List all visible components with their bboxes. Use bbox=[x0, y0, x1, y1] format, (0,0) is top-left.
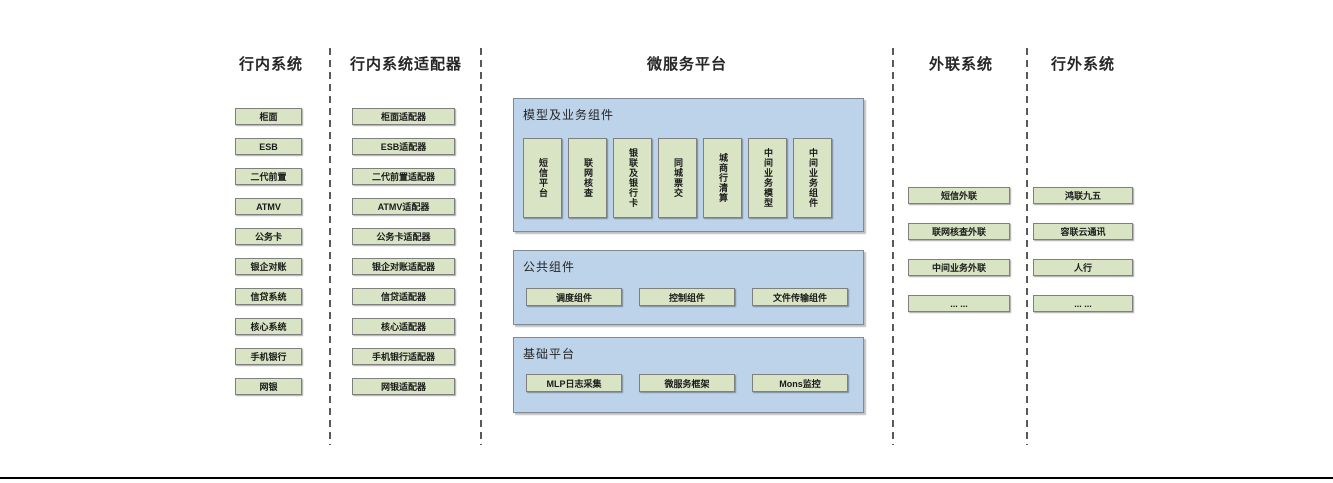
outside-system-box: ... ... bbox=[1033, 295, 1133, 312]
adapter-box: 二代前置适配器 bbox=[352, 168, 455, 185]
column-header-external-link-systems: 外联系统 bbox=[928, 56, 993, 73]
business-component-box: 短信平台 bbox=[523, 138, 562, 218]
external-link-box: 联网核查外联 bbox=[908, 223, 1010, 240]
inner-system-box: 银企对账 bbox=[235, 258, 302, 275]
inner-system-box: ATMV bbox=[235, 198, 302, 215]
adapter-box: 信贷适配器 bbox=[352, 288, 455, 305]
adapters-list: 柜面适配器 ESB适配器 二代前置适配器 ATMV适配器 公务卡适配器 银企对账… bbox=[352, 108, 455, 395]
business-component-row: 短信平台 联网核查 银联及银行卡 同城票交 城商行清算 中间业务模型 中间业务组… bbox=[523, 138, 832, 218]
adapter-box: 银企对账适配器 bbox=[352, 258, 455, 275]
inner-system-box: 核心系统 bbox=[235, 318, 302, 335]
dashed-divider-4 bbox=[1026, 48, 1028, 445]
panel-base-platform: 基础平台 MLP日志采集 微服务框架 Mons监控 bbox=[513, 337, 864, 413]
external-link-box: 短信外联 bbox=[908, 187, 1010, 204]
inner-system-box: 公务卡 bbox=[235, 228, 302, 245]
common-component-box: 文件传输组件 bbox=[752, 288, 848, 306]
base-platform-box: 微服务框架 bbox=[639, 374, 735, 392]
inner-systems-list: 柜面 ESB 二代前置 ATMV 公务卡 银企对账 信贷系统 核心系统 手机银行… bbox=[235, 108, 302, 395]
column-header-microservice-platform: 微服务平台 bbox=[646, 56, 727, 73]
business-component-box: 中间业务模型 bbox=[748, 138, 787, 218]
adapter-box: 公务卡适配器 bbox=[352, 228, 455, 245]
business-component-box: 同城票交 bbox=[658, 138, 697, 218]
dashed-divider-3 bbox=[892, 48, 894, 445]
business-component-box: 联网核查 bbox=[568, 138, 607, 218]
business-component-box: 银联及银行卡 bbox=[613, 138, 652, 218]
outside-system-box: 鸿联九五 bbox=[1033, 187, 1133, 204]
business-component-box: 中间业务组件 bbox=[793, 138, 832, 218]
panel-title: 模型及业务组件 bbox=[523, 108, 615, 122]
inner-system-box: ESB bbox=[235, 138, 302, 155]
panel-title: 公共组件 bbox=[523, 260, 576, 274]
business-component-box: 城商行清算 bbox=[703, 138, 742, 218]
panel-title: 基础平台 bbox=[523, 347, 576, 361]
outside-system-box: 人行 bbox=[1033, 259, 1133, 276]
panel-common-components: 公共组件 调度组件 控制组件 文件传输组件 bbox=[513, 250, 864, 325]
adapter-box: 核心适配器 bbox=[352, 318, 455, 335]
inner-system-box: 二代前置 bbox=[235, 168, 302, 185]
outside-system-box: 容联云通讯 bbox=[1033, 223, 1133, 240]
external-link-list: 短信外联 联网核查外联 中间业务外联 ... ... bbox=[908, 187, 1010, 312]
inner-system-box: 信贷系统 bbox=[235, 288, 302, 305]
bottom-divider bbox=[0, 477, 1333, 479]
inner-system-box: 手机银行 bbox=[235, 348, 302, 365]
adapter-box: 柜面适配器 bbox=[352, 108, 455, 125]
common-component-box: 调度组件 bbox=[526, 288, 622, 306]
column-header-inner-systems: 行内系统 bbox=[238, 56, 303, 73]
inner-system-box: 网银 bbox=[235, 378, 302, 395]
adapter-box: 网银适配器 bbox=[352, 378, 455, 395]
external-link-box: 中间业务外联 bbox=[908, 259, 1010, 276]
common-component-box: 控制组件 bbox=[639, 288, 735, 306]
adapter-box: ESB适配器 bbox=[352, 138, 455, 155]
external-link-box: ... ... bbox=[908, 295, 1010, 312]
base-platform-box: Mons监控 bbox=[752, 374, 848, 392]
column-header-inner-adapters: 行内系统适配器 bbox=[349, 56, 462, 73]
adapter-box: 手机银行适配器 bbox=[352, 348, 455, 365]
dashed-divider-2 bbox=[480, 48, 482, 445]
base-platform-row: MLP日志采集 微服务框架 Mons监控 bbox=[526, 374, 848, 392]
dashed-divider-1 bbox=[329, 48, 331, 445]
inner-system-box: 柜面 bbox=[235, 108, 302, 125]
common-component-row: 调度组件 控制组件 文件传输组件 bbox=[526, 288, 848, 306]
column-header-outside-systems: 行外系统 bbox=[1050, 56, 1115, 73]
panel-model-business-components: 模型及业务组件 短信平台 联网核查 银联及银行卡 同城票交 城商行清算 中间业务… bbox=[513, 98, 864, 232]
adapter-box: ATMV适配器 bbox=[352, 198, 455, 215]
base-platform-box: MLP日志采集 bbox=[526, 374, 622, 392]
outside-systems-list: 鸿联九五 容联云通讯 人行 ... ... bbox=[1033, 187, 1133, 312]
